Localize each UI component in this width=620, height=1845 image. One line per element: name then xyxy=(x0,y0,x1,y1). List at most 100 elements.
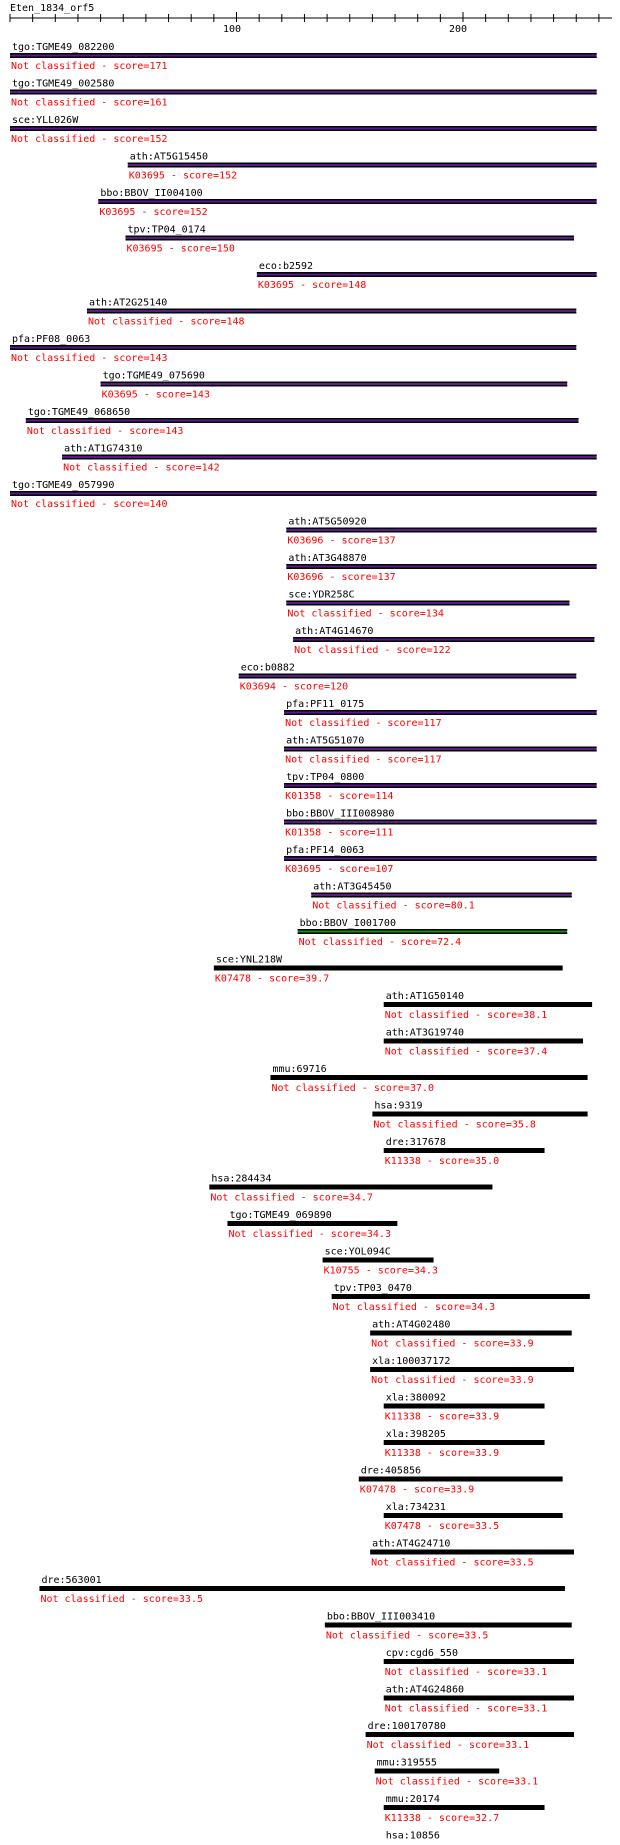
hit-name[interactable]: ath:AT4G24860 xyxy=(386,1685,464,1696)
hit-name[interactable]: dre:405856 xyxy=(361,1466,421,1477)
hit-name[interactable]: xla:100037172 xyxy=(372,1356,450,1367)
hit-name[interactable]: ath:AT5G15450 xyxy=(130,152,208,163)
hit-name[interactable]: xla:398205 xyxy=(386,1429,446,1440)
hit-name[interactable]: tgo:TGME49_068650 xyxy=(28,407,130,418)
hit-name[interactable]: cpv:cgd6_550 xyxy=(386,1648,458,1659)
hit-name[interactable]: pfa:PF14_0063 xyxy=(286,845,364,856)
hit-name[interactable]: hsa:284434 xyxy=(211,1174,271,1185)
hit-name[interactable]: tgo:TGME49_057990 xyxy=(12,480,114,491)
hit-name[interactable]: sce:YDR258C xyxy=(288,590,354,601)
hit-name[interactable]: tgo:TGME49_082200 xyxy=(12,42,114,53)
hit-name[interactable]: dre:100170780 xyxy=(368,1721,446,1732)
hit-name[interactable]: ath:AT3G19740 xyxy=(386,1028,464,1039)
hit-name[interactable]: sce:YOL094C xyxy=(325,1247,391,1258)
hit-name[interactable]: tpv:TP04_0174 xyxy=(128,225,206,236)
hit-name[interactable]: mmu:20174 xyxy=(386,1794,440,1805)
hit-name[interactable]: ath:AT4G02480 xyxy=(372,1320,450,1331)
hit-name[interactable]: eco:b0882 xyxy=(241,663,295,674)
hit-name[interactable]: pfa:PF11_0175 xyxy=(286,699,364,710)
hit-name[interactable]: sce:YLL026W xyxy=(12,115,79,126)
hit-name[interactable]: xla:734231 xyxy=(386,1502,446,1513)
hit-name[interactable]: ath:AT3G45450 xyxy=(313,882,391,893)
hit-name[interactable]: hsa:9319 xyxy=(374,1101,422,1112)
hit-name[interactable]: dre:317678 xyxy=(386,1137,446,1148)
hit-name[interactable]: bbo:BBOV_II004100 xyxy=(100,188,202,199)
hit-name[interactable]: ath:AT1G74310 xyxy=(64,444,142,455)
hit-name[interactable]: ath:AT4G14670 xyxy=(295,626,373,637)
hit-name[interactable]: eco:b2592 xyxy=(259,261,313,272)
hit-name[interactable]: xla:380092 xyxy=(386,1393,446,1404)
hit-name[interactable]: hsa:10856 xyxy=(386,1831,440,1842)
hit-name[interactable]: tpv:TP04_0800 xyxy=(286,772,364,783)
hit-name[interactable]: ath:AT4G24710 xyxy=(372,1539,450,1550)
hit-name[interactable]: dre:563001 xyxy=(41,1575,101,1586)
hit-name[interactable]: tpv:TP03_0470 xyxy=(334,1283,412,1294)
hit-name[interactable]: ath:AT3G48870 xyxy=(288,553,366,564)
hit-name[interactable]: mmu:319555 xyxy=(377,1758,437,1769)
hit-name[interactable]: mmu:69716 xyxy=(272,1064,326,1075)
hit-row[interactable]: hsa:10856K11338 - score=32.7 xyxy=(383,1831,545,1845)
hit-name[interactable]: ath:AT1G50140 xyxy=(386,991,464,1002)
hit-name[interactable]: tgo:TGME49_002580 xyxy=(12,79,114,90)
hit-name[interactable]: ath:AT2G25140 xyxy=(89,298,167,309)
hit-name[interactable]: pfa:PF08_0063 xyxy=(12,334,90,345)
hit-name[interactable]: sce:YNL218W xyxy=(216,955,283,966)
hit-name[interactable]: tgo:TGME49_075690 xyxy=(103,371,205,382)
hit-name[interactable]: bbo:BBOV_I001700 xyxy=(300,918,396,929)
hit-name[interactable]: ath:AT5G50920 xyxy=(288,517,366,528)
hit-name[interactable]: tgo:TGME49_069890 xyxy=(229,1210,331,1221)
hit-name[interactable]: ath:AT5G51070 xyxy=(286,736,364,747)
hit-name[interactable]: bbo:BBOV_III008980 xyxy=(286,809,394,820)
hit-name[interactable]: bbo:BBOV_III003410 xyxy=(327,1612,435,1623)
